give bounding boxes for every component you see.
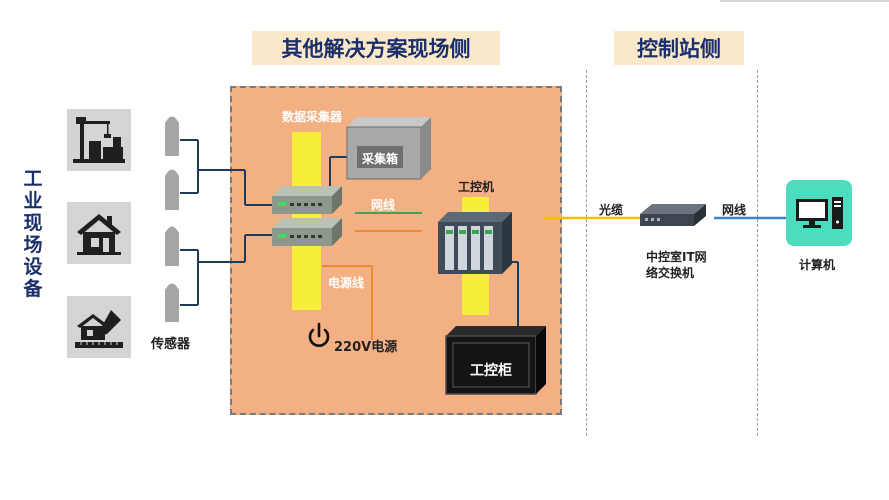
header-field-side: 其他解决方案现场侧 (252, 31, 500, 65)
ipc-label: 工控机 (458, 180, 495, 194)
computer-label: 计算机 (799, 258, 836, 272)
fiber-cable-label: 光缆 (599, 203, 624, 217)
data-collector-unit (272, 186, 342, 214)
control-cabinet-label: 工控柜 (470, 363, 512, 379)
industrial-device-title: 工业现场设备 (23, 168, 43, 300)
sensor-wiring (180, 139, 272, 306)
control-cabinet-icon (445, 326, 546, 395)
computer-icon (796, 197, 843, 229)
power-cable-label: 电源线 (328, 276, 365, 290)
device-box-crane (67, 109, 131, 171)
collect-box-icon (346, 117, 431, 180)
computer-box (786, 180, 852, 246)
house-measure-icon (75, 310, 123, 348)
power-supply-label: 220V电源 (334, 340, 398, 355)
power-cable-line (322, 265, 373, 340)
data-collector-unit (272, 218, 342, 246)
ipc-rack-icon (438, 212, 512, 274)
data-collector-label: 数据采集器 (282, 110, 343, 124)
sensor-icon (165, 116, 179, 322)
network-switch-icon (640, 204, 706, 226)
construction-crane-icon (73, 117, 125, 163)
house-icon (77, 214, 121, 255)
top-edge-bar (720, 0, 889, 2)
network-cable-label: 网线 (371, 198, 396, 212)
device-box-house (67, 202, 131, 264)
header-control-side: 控制站侧 (614, 31, 744, 65)
sensor-label: 传感器 (151, 337, 191, 352)
switch-label-line-1: 中控室IT网 (646, 250, 707, 264)
lan-cable-label: 网线 (722, 203, 747, 217)
device-box-house-measure (67, 296, 131, 358)
switch-label-line-2: 络交换机 (646, 266, 695, 280)
divider-field-control (586, 70, 587, 436)
divider-control-end (757, 70, 758, 436)
collect-box-label: 采集箱 (362, 152, 399, 166)
power-icon (308, 322, 330, 347)
